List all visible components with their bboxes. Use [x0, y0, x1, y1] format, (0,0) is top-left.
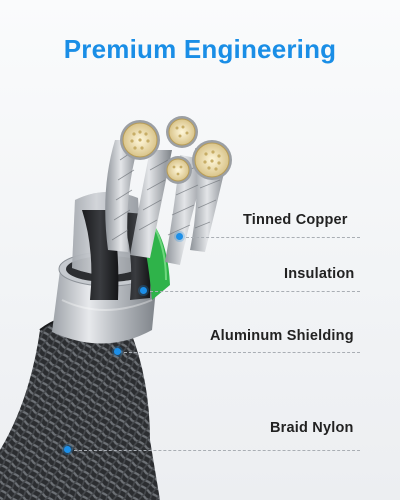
insulation-marker: [140, 287, 147, 294]
braid-nylon-marker: [64, 446, 71, 453]
copper-strand-ends: [120, 116, 232, 184]
aluminum-shielding-leader: [124, 352, 360, 353]
braid-nylon-label: Braid Nylon: [270, 420, 354, 436]
aluminum-shielding-marker: [114, 348, 121, 355]
braid-nylon-jacket: [0, 315, 160, 500]
tinned-copper-label: Tinned Copper: [243, 212, 348, 228]
insulation-leader: [150, 291, 360, 292]
tinned-copper-marker: [176, 233, 183, 240]
tinned-copper-leader: [186, 237, 360, 238]
braid-nylon-leader: [74, 450, 360, 451]
aluminum-shielding-label: Aluminum Shielding: [210, 328, 354, 344]
page-title: Premium Engineering: [63, 34, 337, 64]
insulation-label: Insulation: [284, 266, 355, 282]
